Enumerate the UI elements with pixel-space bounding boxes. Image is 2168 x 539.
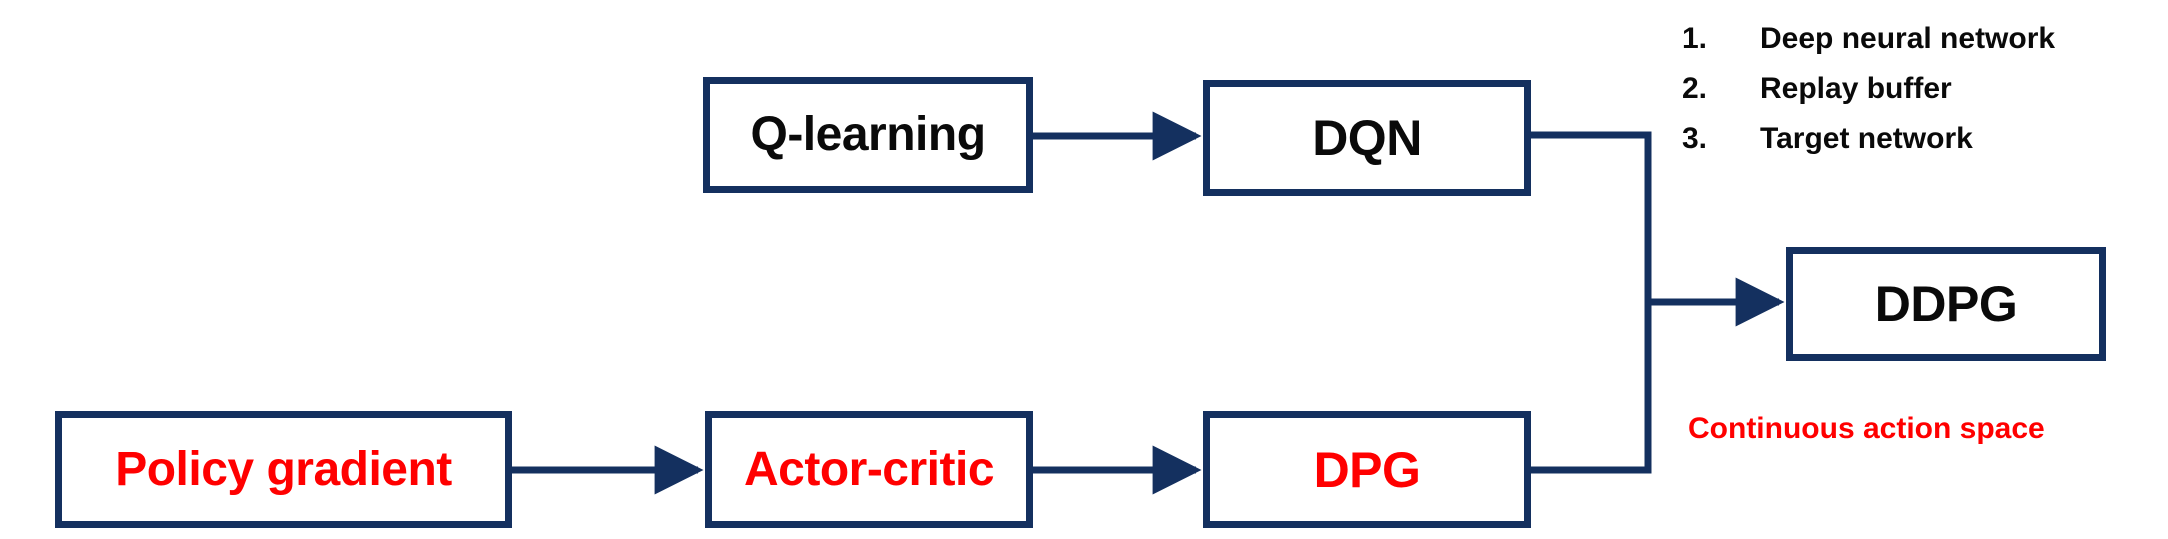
feature-list-item-text: Deep neural network	[1760, 22, 2056, 55]
edge-dqn-to-merge-bus	[1531, 131, 1652, 302]
node-dqn[interactable]: DQN	[1203, 80, 1531, 196]
dqn-feature-list: 1. Deep neural network 2. Replay buffer …	[1682, 22, 2152, 172]
node-q-learning-label: Q-learning	[750, 108, 986, 161]
feature-list-item-text: Target network	[1760, 122, 1973, 155]
node-actor-critic[interactable]: Actor-critic	[705, 411, 1033, 528]
node-policy-gradient[interactable]: Policy gradient	[55, 411, 512, 528]
feature-list-item: 1. Deep neural network	[1682, 22, 2152, 72]
node-dqn-label: DQN	[1312, 110, 1422, 166]
node-actor-critic-label: Actor-critic	[743, 442, 995, 496]
node-ddpg[interactable]: DDPG	[1786, 247, 2106, 361]
node-policy-gradient-label: Policy gradient	[115, 442, 452, 496]
node-ddpg-label: DDPG	[1874, 276, 2018, 332]
feature-list-item: 2. Replay buffer	[1682, 72, 2152, 122]
edge-dpg-to-merge-bus	[1531, 302, 1652, 474]
annotation-continuous-action-space: Continuous action space	[1688, 412, 2045, 445]
feature-list-item: 3. Target network	[1682, 122, 2152, 172]
feature-list-item-text: Replay buffer	[1760, 72, 1952, 105]
node-q-learning[interactable]: Q-learning	[703, 77, 1033, 193]
feature-list-item-number: 1.	[1682, 22, 1708, 55]
node-dpg-label: DPG	[1313, 441, 1421, 498]
node-dpg[interactable]: DPG	[1203, 411, 1531, 528]
feature-list-item-number: 3.	[1682, 122, 1708, 155]
feature-list-item-number: 2.	[1682, 72, 1708, 105]
